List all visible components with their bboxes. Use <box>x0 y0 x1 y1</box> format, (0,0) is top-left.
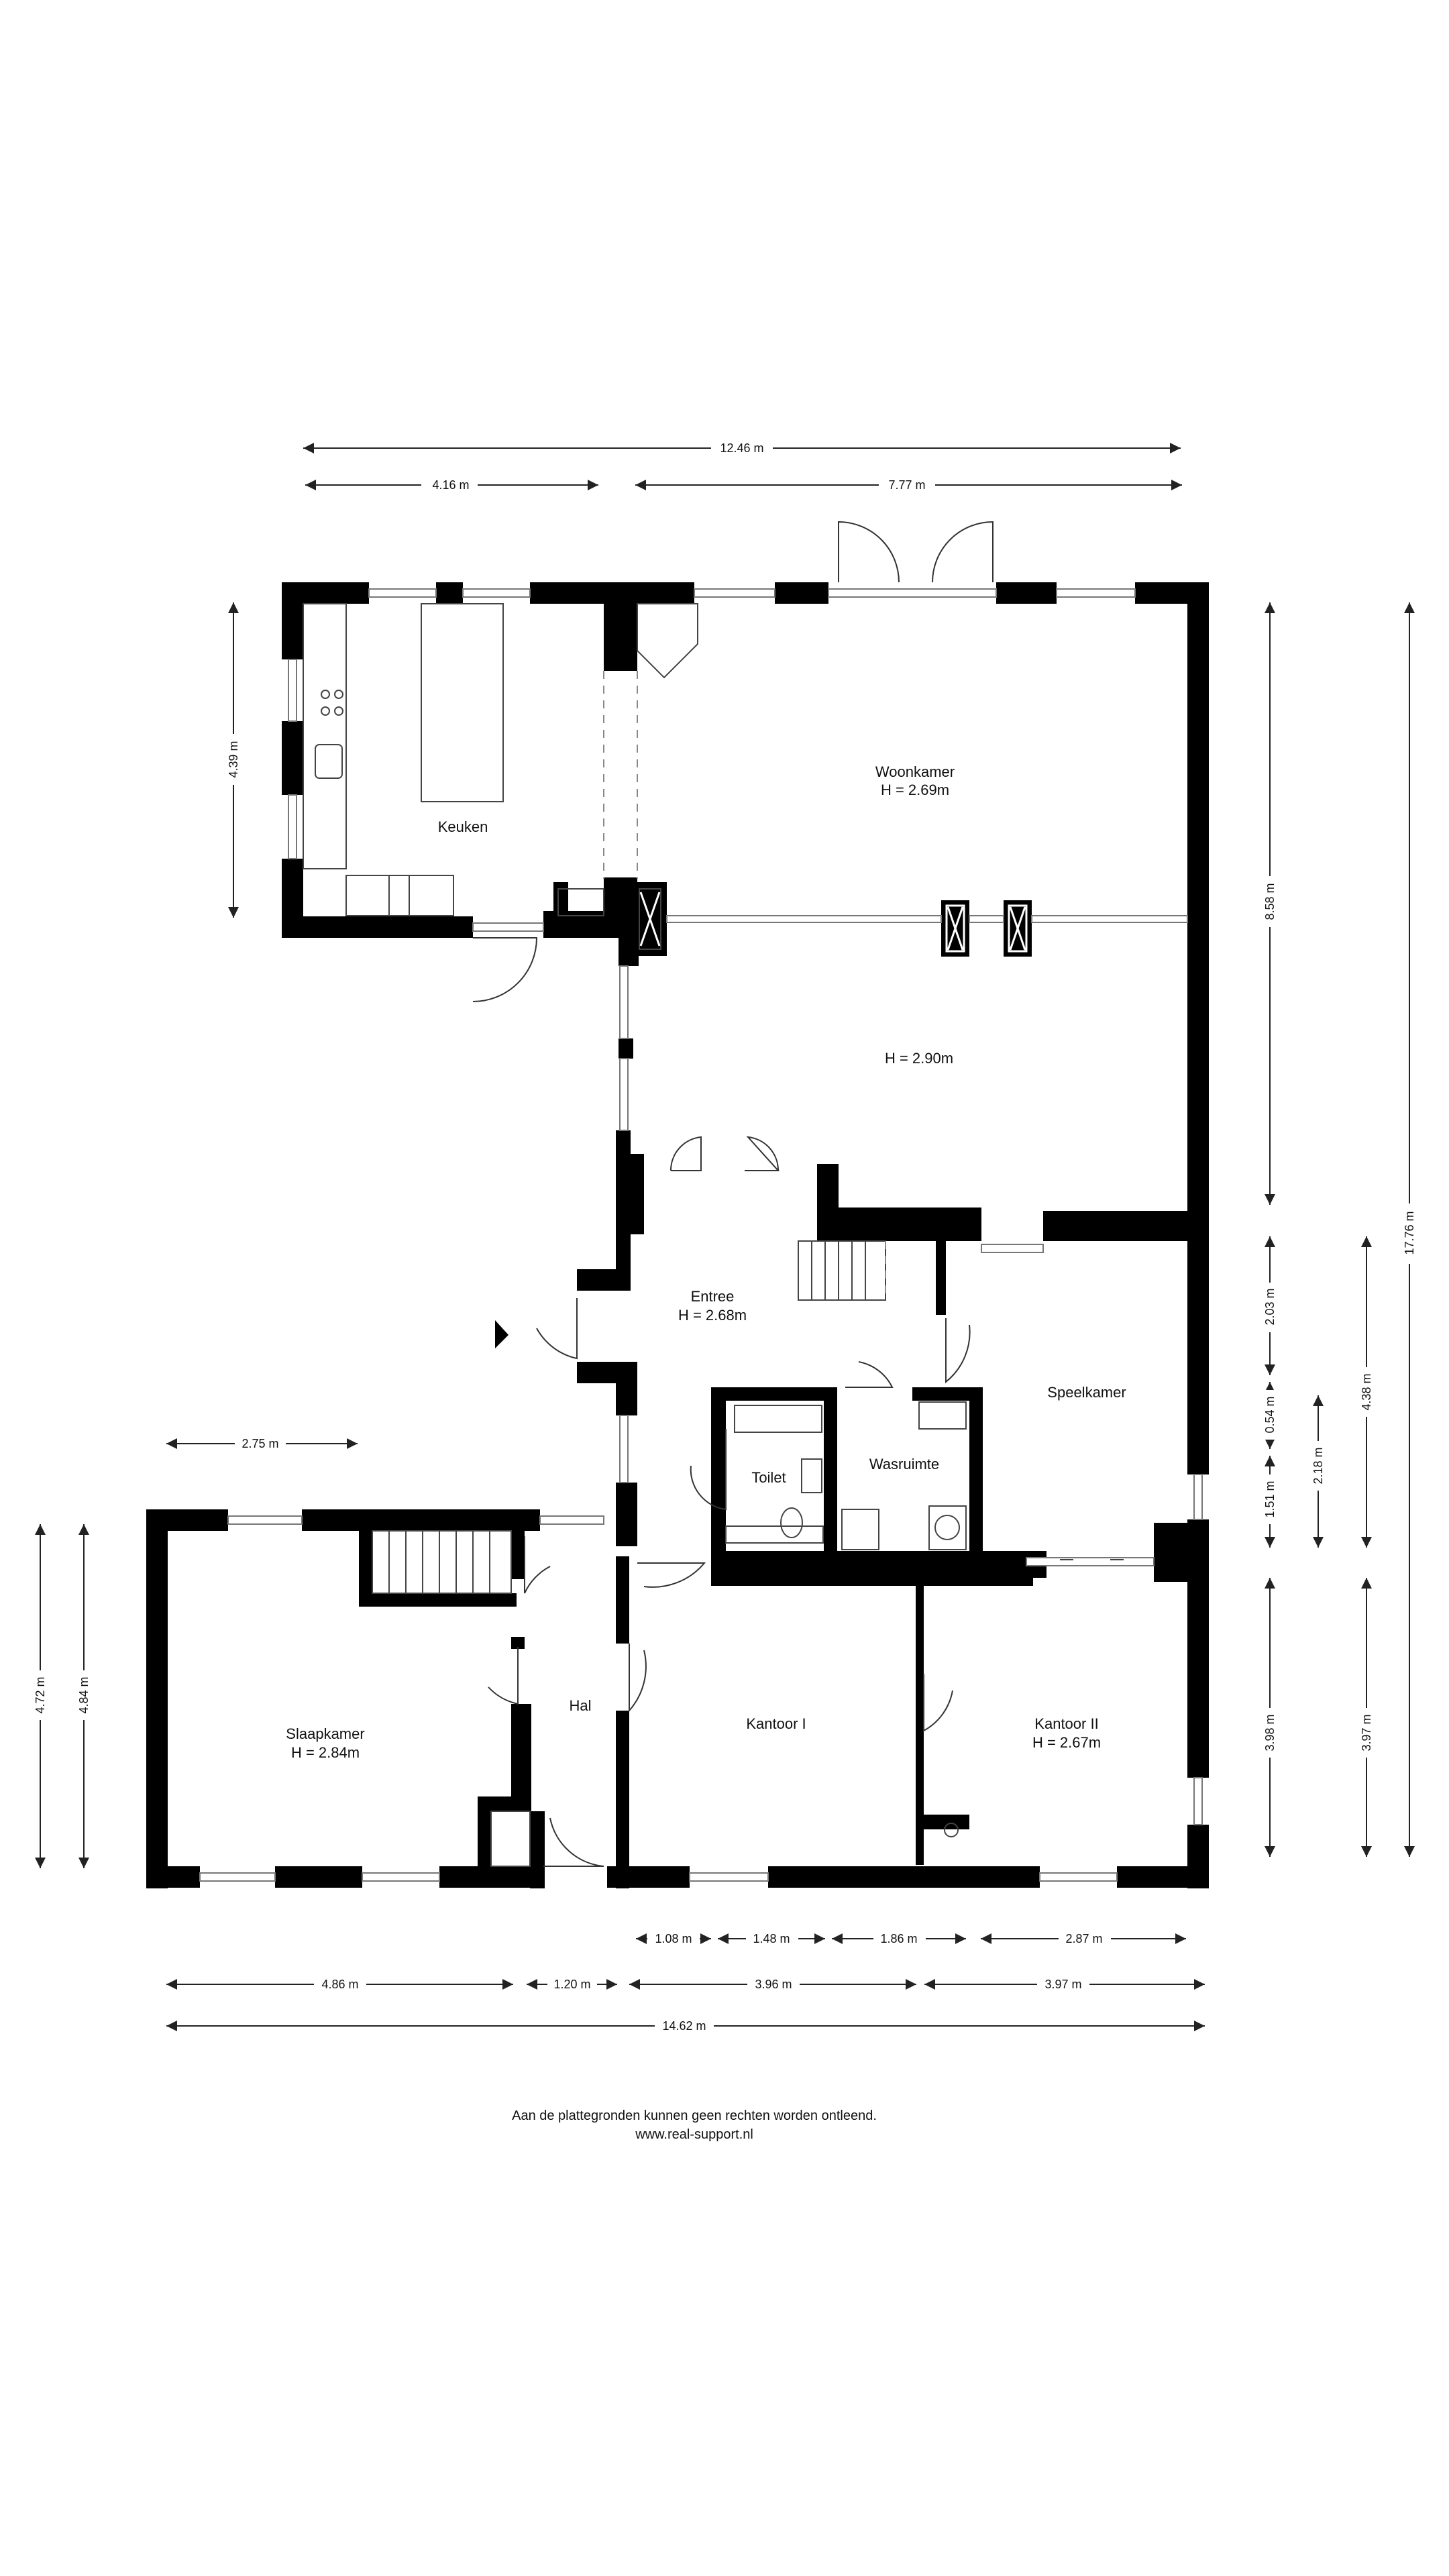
dim-right-398: 3.98 m <box>1263 1714 1277 1751</box>
room-kantoor-2: Kantoor II <box>1034 1715 1098 1732</box>
room-wasruimte: Wasruimte <box>869 1456 939 1472</box>
room-slaapkamer: Slaapkamer <box>286 1725 364 1742</box>
windows <box>199 588 1203 1882</box>
dim-right-438: 4.38 m <box>1360 1373 1373 1410</box>
room-woonkamer: Woonkamer <box>875 763 955 780</box>
room-slaapkamer-height: H = 2.84m <box>291 1744 360 1761</box>
dim-left-484: 4.84 m <box>77 1676 91 1713</box>
room-living-height: H = 2.90m <box>885 1050 953 1067</box>
dim-b2-486: 4.86 m <box>321 1978 358 1991</box>
dim-b1-186: 1.86 m <box>880 1932 917 1945</box>
dim-right-218: 2.18 m <box>1311 1447 1325 1484</box>
dim-right-397: 3.97 m <box>1360 1714 1373 1751</box>
room-hal: Hal <box>569 1697 591 1714</box>
dim-left-keuken: 4.39 m <box>227 741 240 777</box>
dim-b1-148: 1.48 m <box>753 1932 790 1945</box>
dim-bottom-total: 14.62 m <box>662 2019 706 2033</box>
dim-top-right: 7.77 m <box>888 478 925 492</box>
room-entree: Entree <box>691 1288 735 1305</box>
entrance-arrow-icon <box>495 1320 508 1348</box>
disclaimer-text: Aan de plattegronden kunnen geen rechten… <box>512 2108 877 2123</box>
room-kantoor-2-height: H = 2.67m <box>1032 1734 1101 1751</box>
dim-b2-397: 3.97 m <box>1044 1978 1081 1991</box>
dim-b2-120: 1.20 m <box>553 1978 590 1991</box>
dim-right-054: 0.54 m <box>1263 1396 1277 1433</box>
dim-right-203: 2.03 m <box>1263 1288 1277 1325</box>
room-kantoor-1: Kantoor I <box>746 1715 806 1732</box>
website-link[interactable]: www.real-support.nl <box>635 2127 753 2142</box>
dimension-lines: 12.46 m 4.16 m 7.77 m 4.39 m 8.58 m 17.7… <box>32 440 1417 2034</box>
dim-b1-108: 1.08 m <box>655 1932 692 1945</box>
room-entree-height: H = 2.68m <box>678 1307 747 1324</box>
dim-right-151: 1.51 m <box>1263 1481 1277 1517</box>
dim-left-472: 4.72 m <box>34 1676 47 1713</box>
fixtures <box>303 603 1124 1867</box>
room-labels: Keuken Woonkamer H = 2.69m H = 2.90m Ent… <box>286 763 1126 1761</box>
dim-b1-287: 2.87 m <box>1065 1932 1102 1945</box>
dim-right-total: 17.76 m <box>1403 1211 1416 1254</box>
doors <box>472 521 994 1867</box>
dim-top-total: 12.46 m <box>720 441 763 455</box>
dim-left-275: 2.75 m <box>241 1437 278 1450</box>
dim-right-upper: 8.58 m <box>1263 883 1277 920</box>
dim-top-left: 4.16 m <box>432 478 469 492</box>
footer: Aan de plattegronden kunnen geen rechten… <box>512 2108 877 2142</box>
dim-b2-396: 3.96 m <box>755 1978 792 1991</box>
walls <box>146 582 1209 1888</box>
room-woonkamer-height: H = 2.69m <box>881 782 949 798</box>
room-toilet: Toilet <box>751 1469 786 1486</box>
room-speelkamer: Speelkamer <box>1047 1384 1126 1401</box>
room-keuken: Keuken <box>438 818 488 835</box>
